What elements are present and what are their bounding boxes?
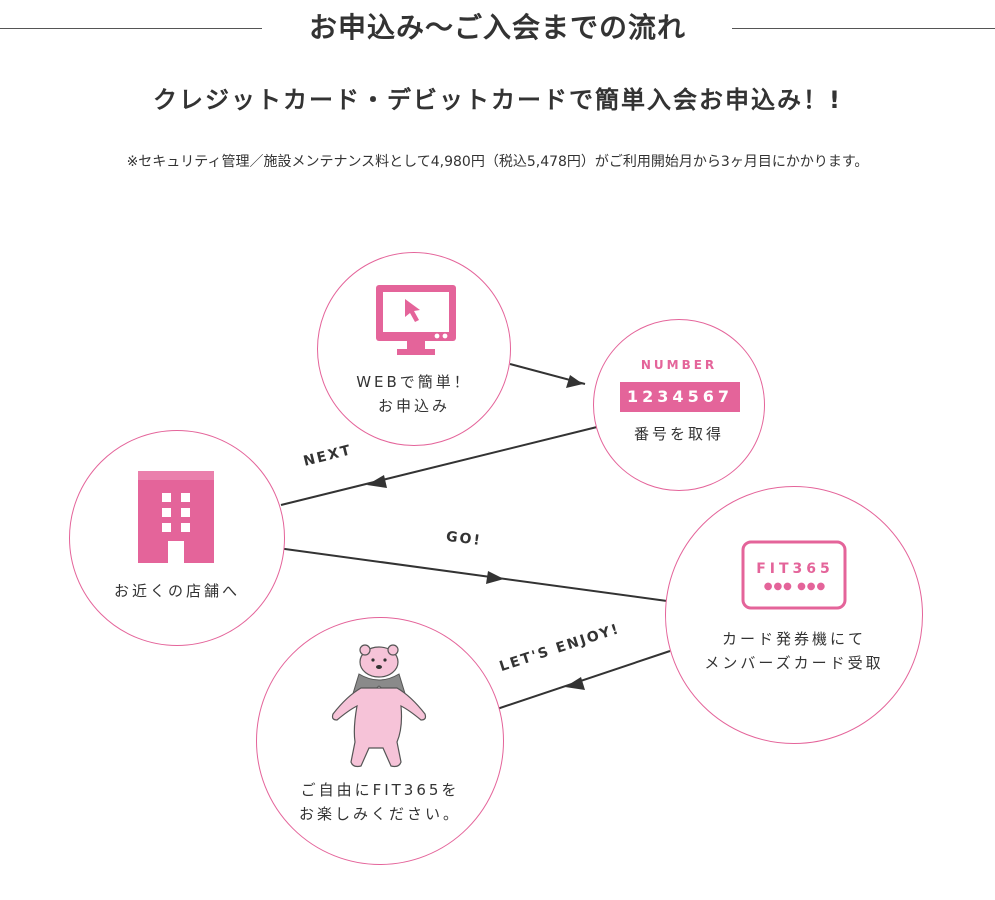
card-machine-icon xyxy=(741,540,847,610)
title-rule-left xyxy=(0,28,262,29)
arrowhead-number-to-store xyxy=(367,475,387,488)
step-enjoy-circle: ご自由にFIT365を お楽しみください。 xyxy=(256,617,504,865)
step-machine-circle: FIT365 ●●● ●●● カード発券機にて メンバーズカード受取 xyxy=(665,486,923,744)
step-web-label-line2: お申込み xyxy=(377,397,450,415)
arrow-label-next: NEXT xyxy=(301,442,354,470)
arrow-label-go: GO! xyxy=(445,528,483,550)
number-caption: NUMBER xyxy=(640,358,718,372)
step-enjoy-label-line1: ご自由にFIT365を xyxy=(300,781,460,799)
arrowhead-machine-to-enjoy xyxy=(565,677,585,690)
step-machine-label-line2: メンバーズカード受取 xyxy=(704,654,884,672)
step-web-circle: WEBで簡単！ お申込み xyxy=(317,252,511,446)
arrow-label-enjoy: LET'S ENJOY! xyxy=(497,620,623,676)
fee-note: ※セキュリティ管理／施設メンテナンス料として4,980円（税込5,478円）がご… xyxy=(126,154,869,170)
monitor-cursor-icon xyxy=(376,285,456,355)
step-store-circle: お近くの店舗へ xyxy=(69,430,285,646)
title-rule-right xyxy=(732,28,995,29)
number-badge: 1234567 xyxy=(620,382,740,412)
section-header: お申込み〜ご入会までの流れ xyxy=(0,0,995,60)
machine-dots: ●●● ●●● xyxy=(763,581,827,592)
step-web-label-line1: WEBで簡単！ xyxy=(356,373,472,391)
machine-screen-text: FIT365 xyxy=(756,561,834,577)
arrowhead-web-to-number xyxy=(566,375,583,388)
step-machine-label-line1: カード発券機にて xyxy=(721,630,866,648)
connector-machine-to-enjoy xyxy=(496,650,671,710)
page-title: お申込み〜ご入会までの流れ xyxy=(0,6,995,46)
arrowhead-store-to-machine xyxy=(486,571,504,584)
subtitle: クレジットカード・デビットカードで簡単入会お申込み！! xyxy=(153,86,842,114)
connector-store-to-machine xyxy=(262,545,668,602)
step-number-circle: NUMBER 1234567 番号を取得 xyxy=(593,319,765,491)
step-number-label: 番号を取得 xyxy=(633,425,724,443)
polar-bear-icon xyxy=(331,644,427,768)
connector-number-to-store xyxy=(280,426,598,506)
step-enjoy-label-line2: お楽しみください。 xyxy=(298,805,461,823)
building-icon xyxy=(138,471,214,563)
step-store-label: お近くの店舗へ xyxy=(113,582,240,600)
